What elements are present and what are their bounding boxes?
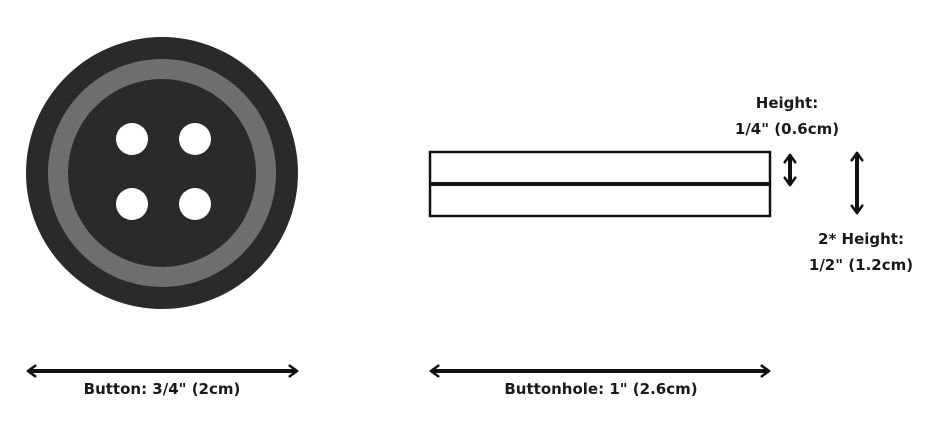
button-width-label: Button: 3/4" (2cm) (84, 380, 241, 398)
button-hole-top-right (179, 123, 211, 155)
double-height-value-label: 1/2" (1.2cm) (809, 256, 913, 274)
height-title-label: Height: (756, 94, 818, 112)
button-illustration (26, 37, 298, 309)
buttonhole-width-label: Buttonhole: 1" (2.6cm) (504, 380, 697, 398)
button-hole-top-left (116, 123, 148, 155)
button-hole-bottom-left (116, 188, 148, 220)
height-value-label: 1/4" (0.6cm) (735, 120, 839, 138)
button-ring (48, 59, 276, 287)
button-hole-bottom-right (179, 188, 211, 220)
double-height-title-label: 2* Height: (818, 230, 904, 248)
buttonhole-illustration (428, 150, 772, 218)
